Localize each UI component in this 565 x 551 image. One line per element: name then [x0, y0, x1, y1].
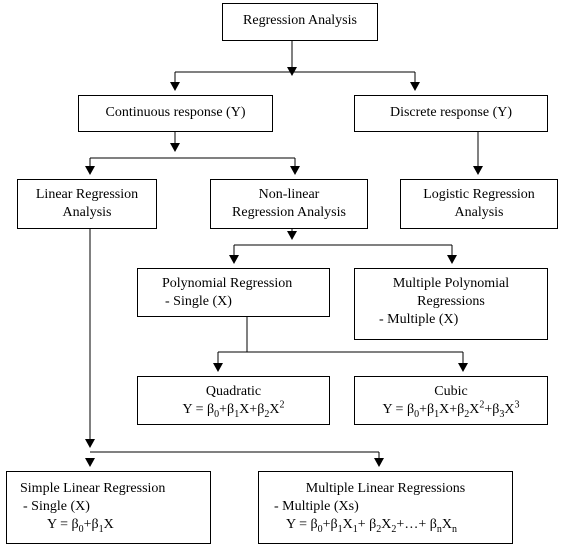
arrowhead-icon	[85, 166, 95, 175]
node-simple-linear: Simple Linear Regression - Single (X) Y …	[6, 471, 211, 544]
node-label-line-2: - Single (X)	[23, 499, 90, 514]
node-continuous-response: Continuous response (Y)	[78, 95, 273, 132]
node-discrete-response: Discrete response (Y)	[354, 95, 548, 132]
arrowhead-icon	[410, 82, 420, 91]
node-label-line-2: Analysis	[62, 205, 112, 220]
node-polynomial-regression: Polynomial Regression - Single (X)	[137, 268, 330, 317]
node-linear-regression: Linear Regression Analysis	[17, 179, 157, 229]
arrowhead-icon	[287, 231, 297, 240]
node-label-line-1: Multiple Polynomial	[392, 276, 510, 291]
node-label-line-2: Regression Analysis	[232, 205, 346, 220]
formula-quadratic: Y = β0+β1X+β2X2	[182, 399, 285, 420]
node-label-line-1: Linear Regression	[35, 187, 139, 202]
arrowhead-icon	[458, 363, 468, 372]
node-label: Discrete response (Y)	[389, 105, 513, 120]
arrowhead-icon	[374, 458, 384, 467]
arrowhead-icon	[290, 166, 300, 175]
arrowhead-icon	[170, 82, 180, 91]
node-label-line-1: Polynomial Regression	[162, 276, 293, 291]
node-label-line-1: Non-linear	[258, 187, 320, 202]
node-multiple-polynomial: Multiple Polynomial Regressions - Multip…	[354, 268, 548, 340]
arrowhead-icon	[170, 143, 180, 152]
arrowhead-icon	[85, 458, 95, 467]
arrowhead-icon	[473, 166, 483, 175]
node-label-line-2: - Single (X)	[165, 294, 232, 309]
node-label: Continuous response (Y)	[105, 105, 246, 120]
node-title: Quadratic	[205, 384, 262, 399]
node-label: Regression Analysis	[243, 13, 357, 28]
formula-multiple-linear: Y = β0+β1X1+ β2X2+…+ βnXn	[286, 517, 457, 535]
arrowhead-icon	[85, 439, 95, 448]
formula-cubic: Y = β0+β1X+β2X2+β3X3	[382, 399, 520, 420]
node-nonlinear-regression: Non-linear Regression Analysis	[210, 179, 368, 229]
arrowhead-icon	[447, 255, 457, 264]
node-label-line-3: - Multiple (X)	[379, 312, 459, 327]
node-label-line-1: Multiple Linear Regressions	[305, 481, 466, 496]
node-label-line-1: Simple Linear Regression	[20, 481, 166, 496]
arrowhead-icon	[213, 363, 223, 372]
node-quadratic: Quadratic Y = β0+β1X+β2X2	[137, 376, 330, 425]
arrowhead-icon	[229, 255, 239, 264]
node-label-line-2: - Multiple (Xs)	[274, 499, 359, 514]
node-title: Cubic	[434, 384, 468, 399]
node-label-line-2: Analysis	[454, 205, 504, 220]
node-cubic: Cubic Y = β0+β1X+β2X2+β3X3	[354, 376, 548, 425]
node-label-line-2: Regressions	[417, 294, 485, 309]
node-multiple-linear: Multiple Linear Regressions - Multiple (…	[258, 471, 513, 544]
formula-simple-linear: Y = β0+β1X	[47, 517, 114, 535]
node-regression-analysis: Regression Analysis	[222, 3, 378, 41]
node-logistic-regression: Logistic Regression Analysis	[400, 179, 558, 229]
node-label-line-1: Logistic Regression	[423, 187, 535, 202]
arrowhead-icon	[287, 67, 297, 76]
